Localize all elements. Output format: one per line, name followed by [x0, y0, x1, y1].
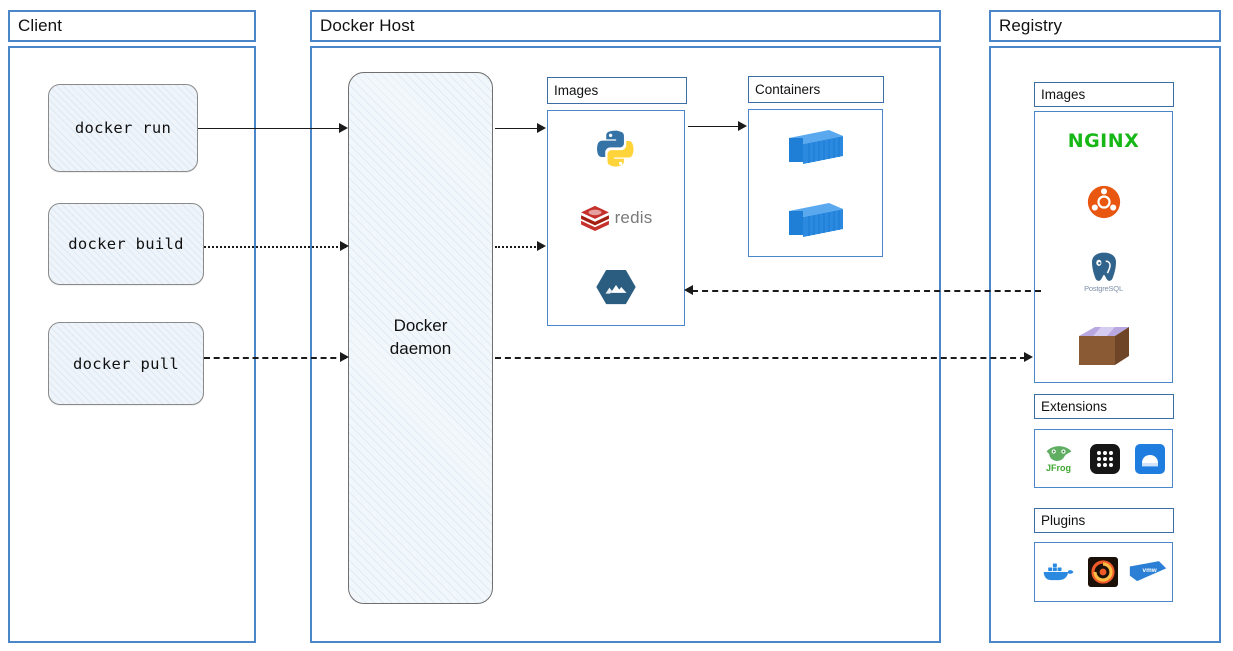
host-images-panel-title: Images: [547, 77, 687, 104]
redis-logo: redis: [561, 201, 671, 235]
docker-pull-label: docker pull: [73, 354, 179, 373]
ubuntu-logo: [1085, 183, 1123, 221]
grid-app-icon: [1088, 442, 1122, 476]
containers-title-label: Containers: [755, 82, 821, 97]
daemon-to-registry-line: [495, 357, 1026, 359]
docker-run-label: docker run: [74, 119, 172, 137]
host-images-panel-body: redis: [547, 110, 685, 326]
containers-panel-body: [748, 109, 883, 257]
registry-to-images-line: [692, 290, 1041, 292]
vmware-logo: vmw: [1128, 558, 1168, 586]
docker-build-label: docker build: [68, 235, 184, 253]
plugins-title-label: Plugins: [1041, 513, 1086, 528]
daemon-to-registry-arrowhead: [1024, 352, 1033, 362]
client-region-title: Client: [8, 10, 256, 42]
images-to-containers-arrowhead: [738, 121, 747, 131]
docker-daemon-box: Docker daemon: [348, 72, 493, 604]
extensions-panel-title: Extensions: [1034, 394, 1174, 419]
run-to-daemon-line: [198, 128, 345, 129]
daemon-to-images-line: [495, 128, 543, 129]
docker-whale-logo: [1040, 557, 1078, 587]
extensions-title-label: Extensions: [1041, 399, 1108, 414]
plugins-panel-title: Plugins: [1034, 508, 1174, 533]
redis-label: redis: [614, 207, 653, 227]
plugins-panel-body: vmw: [1034, 542, 1173, 602]
nginx-label: NGINX: [1067, 130, 1140, 153]
postgresql-logo: PostgreSQL: [1072, 245, 1136, 297]
registry-images-panel-body: NGINX PostgreSQL: [1034, 111, 1173, 383]
extensions-panel-body: JFrog: [1034, 429, 1173, 488]
daemon-build-to-images-line: [495, 246, 543, 248]
daemon-build-to-images-arrowhead: [537, 241, 546, 251]
docker-host-region-title: Docker Host: [310, 10, 941, 42]
python-logo: [593, 126, 639, 172]
blue-app-icon: [1133, 442, 1167, 476]
container-icon: [781, 123, 851, 171]
docker-run-command-box[interactable]: docker run: [48, 84, 198, 172]
build-to-daemon-arrowhead: [340, 241, 349, 251]
daemon-label-line1: Docker: [393, 316, 448, 336]
pull-to-daemon-line: [204, 357, 346, 359]
grafana-logo: [1087, 556, 1119, 588]
nginx-logo: NGINX: [1068, 124, 1140, 158]
registry-images-title-label: Images: [1041, 87, 1086, 102]
images-to-containers-line: [688, 126, 744, 127]
containers-panel-title: Containers: [748, 76, 884, 103]
run-to-daemon-arrowhead: [339, 123, 348, 133]
docker-pull-command-box[interactable]: docker pull: [48, 322, 204, 405]
docker-build-command-box[interactable]: docker build: [48, 203, 204, 285]
docker-host-title-label: Docker Host: [320, 16, 415, 35]
daemon-to-images-arrowhead: [537, 123, 546, 133]
alpine-logo: [593, 264, 639, 310]
svg-text:vmw: vmw: [1142, 567, 1156, 574]
registry-region-title: Registry: [989, 10, 1221, 42]
registry-to-images-arrowhead: [684, 285, 693, 295]
host-images-title-label: Images: [554, 83, 599, 98]
postgresql-label: PostgreSQL: [1084, 283, 1123, 293]
client-title-label: Client: [18, 16, 63, 35]
registry-images-panel-title: Images: [1034, 82, 1174, 107]
jfrog-logo: JFrog: [1041, 439, 1077, 479]
daemon-label-line2: daemon: [389, 339, 452, 358]
package-box-icon: [1074, 322, 1134, 370]
build-to-daemon-line: [204, 246, 346, 248]
registry-title-label: Registry: [999, 16, 1063, 35]
container-icon: [781, 196, 851, 244]
pull-to-daemon-arrowhead: [340, 352, 349, 362]
jfrog-label: JFrog: [1045, 463, 1071, 473]
